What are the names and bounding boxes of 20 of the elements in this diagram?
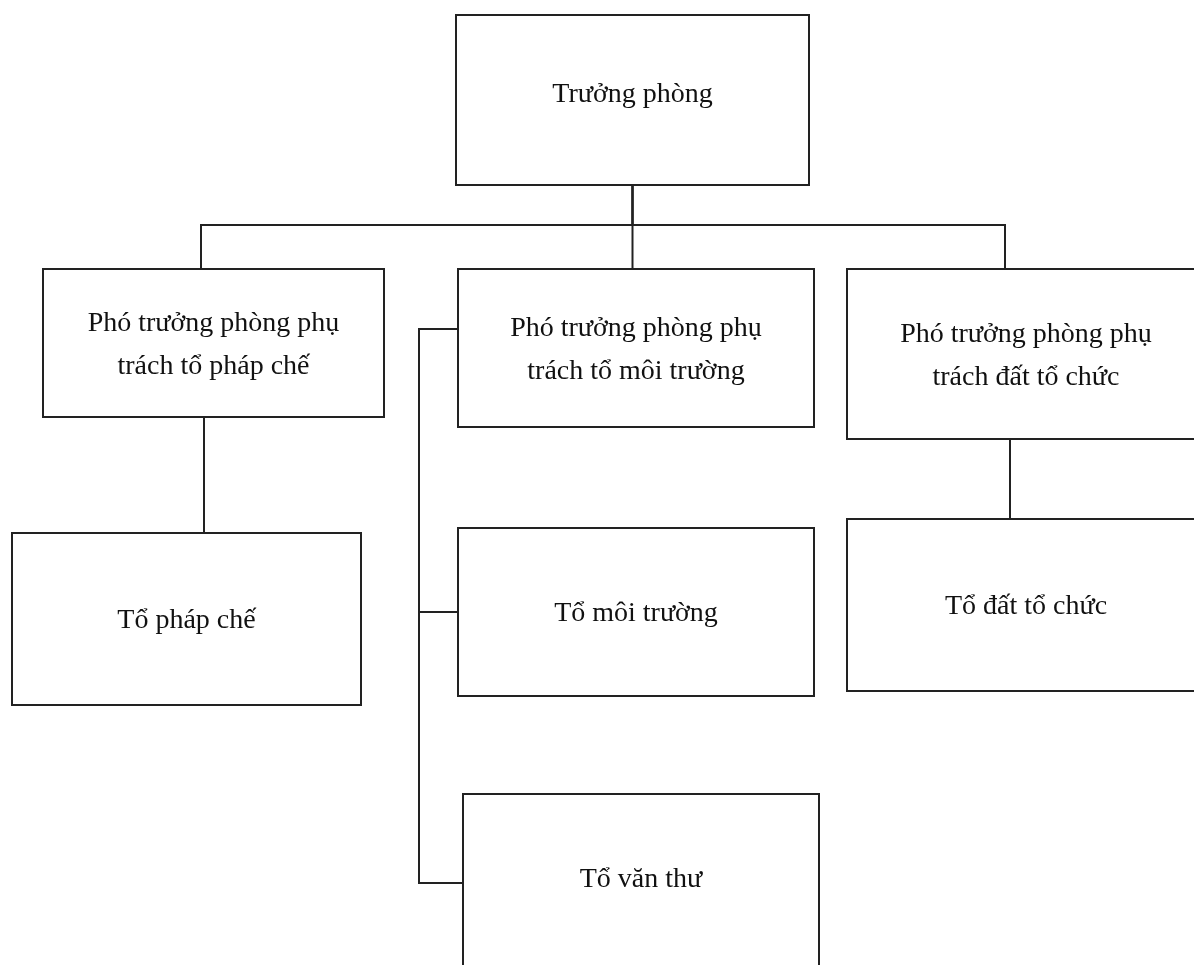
- org-box: [42, 268, 385, 418]
- connector-line: [631, 185, 1006, 269]
- org-box: [846, 268, 1194, 440]
- box-label: Phó trưởng phòng phụ trách tổ pháp chế: [86, 304, 341, 382]
- box-label: Tổ đất tổ chức: [944, 588, 1108, 623]
- connector-line: [418, 328, 463, 884]
- connector-line: [203, 417, 205, 533]
- box-label: Tổ môi trường: [554, 595, 718, 630]
- org-box: [455, 14, 810, 186]
- box-label: Phó trưởng phòng phụ trách tổ môi trường: [509, 309, 763, 387]
- connector-line: [1009, 439, 1011, 519]
- org-box: [11, 532, 362, 706]
- box-label: Phó trưởng phòng phụ trách đất tổ chức: [899, 315, 1153, 393]
- box-label: Trưởng phòng: [552, 76, 713, 111]
- box-label: Tổ văn thư: [579, 861, 703, 896]
- org-box: [846, 518, 1194, 692]
- org-box: [457, 268, 815, 428]
- box-label: Tổ pháp chế: [117, 602, 256, 637]
- org-box: [457, 527, 815, 697]
- org-box: [462, 793, 820, 965]
